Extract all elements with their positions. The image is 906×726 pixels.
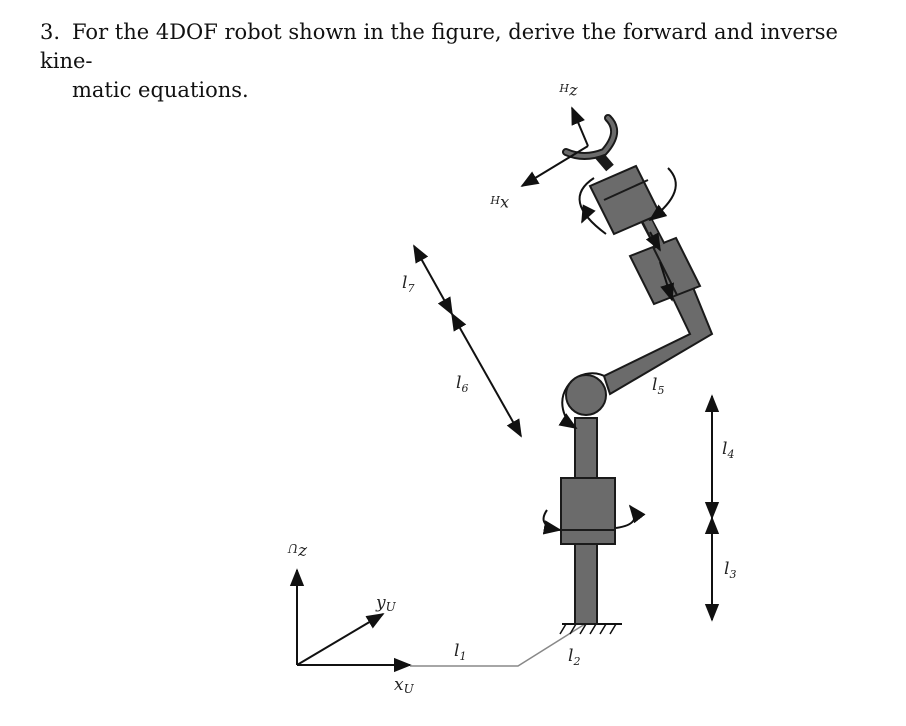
l1-label: l1 xyxy=(454,641,466,663)
shoulder-joint xyxy=(558,372,609,429)
wrist xyxy=(578,150,677,236)
l2-label: l2 xyxy=(568,646,580,668)
universal-frame: zU yU xU xyxy=(287,541,415,696)
zu-label: zU xyxy=(287,541,308,562)
zh-label: zH xyxy=(559,81,578,102)
base-offset-line xyxy=(410,623,586,667)
xh-label: xH xyxy=(490,193,509,214)
problem-statement: 3.For the 4DOF robot shown in the figure… xyxy=(40,18,890,105)
l4-label: l4 xyxy=(722,439,734,461)
svg-text:xH: xH xyxy=(490,193,509,214)
l5-label: l5 xyxy=(652,375,664,397)
problem-text-1: For the 4DOF robot shown in the figure, … xyxy=(40,20,838,73)
problem-line-1: 3.For the 4DOF robot shown in the figure… xyxy=(40,18,890,76)
hand-frame: zH xH xyxy=(490,81,589,214)
svg-text:zH: zH xyxy=(559,81,578,102)
dimension-l6-l7 xyxy=(413,244,522,438)
problem-line-2: matic equations. xyxy=(72,78,249,102)
l7-label: l7 xyxy=(402,273,414,295)
zh-axis xyxy=(571,106,589,147)
l6-label: l6 xyxy=(456,373,468,395)
robot-base xyxy=(542,417,646,625)
yu-axis xyxy=(296,613,385,666)
xh-axis xyxy=(520,145,589,187)
l3-label: l3 xyxy=(724,559,736,581)
problem-number: 3. xyxy=(40,20,61,44)
gripper xyxy=(562,114,618,160)
svg-text:zU: zU xyxy=(287,541,308,562)
xu-label: xU xyxy=(394,675,415,696)
ground xyxy=(559,623,622,635)
yu-label: yU xyxy=(375,593,397,614)
